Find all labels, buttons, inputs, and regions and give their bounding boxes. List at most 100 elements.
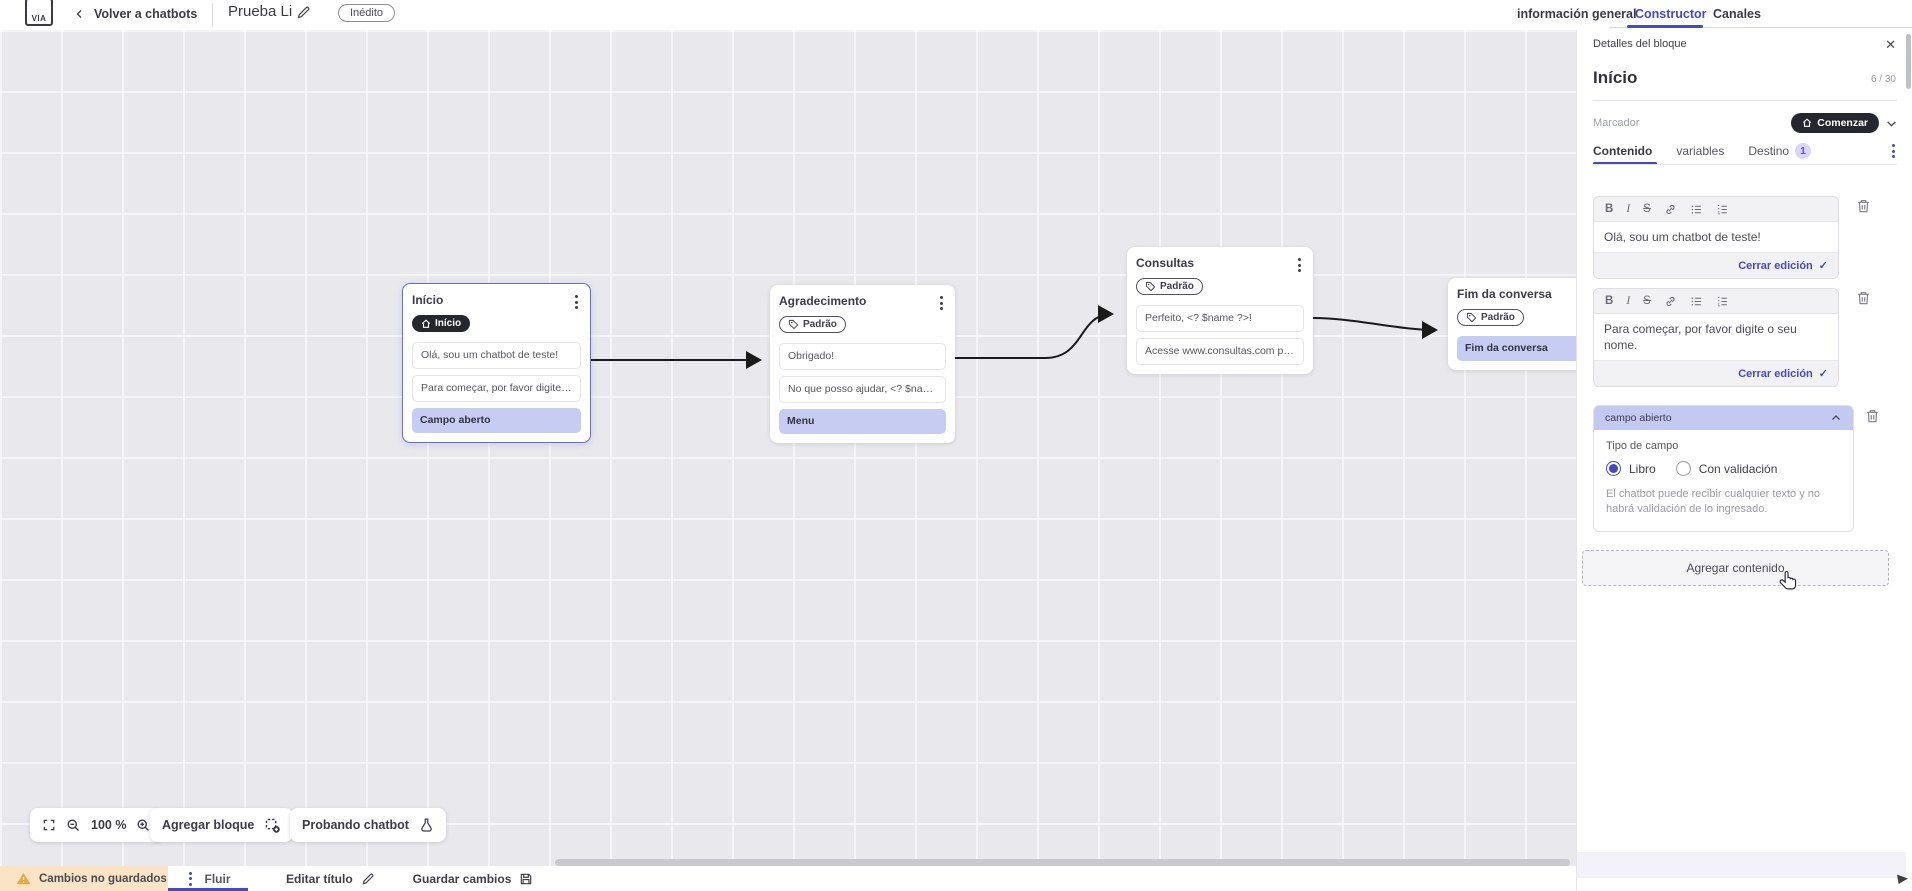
flow-tab-menu-icon[interactable]	[186, 870, 195, 888]
panel-scrollbar[interactable]	[1906, 34, 1911, 89]
header-divider	[212, 3, 213, 27]
field-type-label: Tipo de campo	[1606, 440, 1679, 452]
block-row-message[interactable]: Obrigado!	[779, 343, 946, 370]
save-changes-button[interactable]: Guardar cambios	[413, 866, 534, 891]
panel-title: Detalles del bloque	[1593, 38, 1687, 50]
block-row-menu[interactable]: Menu	[779, 409, 946, 434]
block-name-input[interactable]: Início	[1593, 68, 1638, 87]
italic-button[interactable]: I	[1626, 202, 1631, 215]
add-block-button[interactable]: Agregar bloque	[150, 808, 294, 842]
block-title: Início	[412, 293, 444, 307]
panel-bottom-strip	[1577, 852, 1906, 878]
flow-block-fim-da-conversa[interactable]: Fim da conversa Padrão Fim da conversa	[1448, 278, 1576, 370]
delete-content-icon[interactable]	[1865, 408, 1880, 424]
tab-constructor[interactable]: Constructor	[1635, 7, 1707, 21]
delete-content-icon[interactable]	[1856, 290, 1871, 306]
link-button[interactable]	[1664, 203, 1677, 216]
radio-option-con-validacion[interactable]: Con validación	[1675, 461, 1777, 476]
edit-flow-title-button[interactable]: Editar título	[286, 866, 375, 891]
open-field-header[interactable]: campo abierto	[1594, 406, 1853, 430]
back-to-chatbots-button[interactable]: Volver a chatbots	[74, 5, 197, 23]
panel-tab-destino[interactable]: Destino 1	[1748, 143, 1812, 159]
unsaved-label: Cambios no guardados	[39, 872, 167, 885]
marker-label: Marcador	[1593, 117, 1640, 129]
panel-tab-variables[interactable]: variables	[1676, 144, 1725, 158]
default-badge: Padrão	[779, 316, 846, 333]
top-bar: VIA Volver a chatbots Prueba Li Inédito …	[0, 0, 1912, 30]
bold-button[interactable]: B	[1605, 202, 1614, 215]
bullet-list-button[interactable]	[1690, 203, 1703, 216]
default-badge: Padrão	[1136, 278, 1203, 295]
destino-count-badge: 1	[1795, 143, 1812, 159]
add-block-icon	[264, 817, 281, 834]
block-row-open-field[interactable]: Campo aberto	[412, 407, 581, 433]
block-row-message[interactable]: Para começar, por favor digite o ...	[412, 374, 581, 402]
flow-tab-underline	[168, 888, 248, 891]
test-chatbot-label: Probando chatbot	[302, 818, 409, 832]
ordered-list-button[interactable]	[1716, 203, 1729, 216]
close-edit-button[interactable]: Cerrar edición ✓	[1594, 252, 1838, 278]
strikethrough-button[interactable]: S	[1643, 294, 1651, 307]
editor-toolbar: B I S	[1594, 289, 1838, 314]
zoom-out-icon[interactable]	[66, 818, 81, 833]
strikethrough-button[interactable]: S	[1643, 202, 1651, 215]
flow-block-inicio[interactable]: Início Início Olá, sou um chatbot de tes…	[402, 283, 591, 443]
chevron-down-icon	[1885, 117, 1898, 130]
app-logo-text: VIA	[31, 14, 47, 23]
flow-tab-fluir[interactable]: Fluir	[168, 866, 248, 891]
block-row-message[interactable]: No que posso ajudar, <? $name ...	[779, 376, 946, 403]
app-logo: VIA	[25, 0, 53, 26]
bold-button[interactable]: B	[1605, 294, 1614, 307]
status-badge: Inédito	[338, 4, 396, 22]
check-icon: ✓	[1818, 368, 1828, 380]
home-icon	[1803, 118, 1812, 127]
test-chatbot-button[interactable]: Probando chatbot	[290, 808, 446, 842]
block-row-message[interactable]: Olá, sou um chatbot de teste!	[412, 341, 581, 369]
message-text[interactable]: Olá, sou um chatbot de teste!	[1604, 230, 1761, 244]
flow-block-consultas[interactable]: Consultas Padrão Perfeito, <? $name ?>! …	[1127, 247, 1313, 374]
close-edit-button[interactable]: Cerrar edición ✓	[1594, 360, 1838, 386]
edit-title-label: Editar título	[286, 871, 353, 886]
italic-button[interactable]: I	[1626, 294, 1631, 307]
block-menu-icon[interactable]	[937, 294, 946, 312]
fit-screen-icon[interactable]	[42, 818, 56, 832]
editor-toolbar: B I S	[1594, 197, 1838, 222]
delete-content-icon[interactable]	[1856, 198, 1871, 214]
block-row-message[interactable]: Perfeito, <? $name ?>!	[1136, 305, 1304, 332]
chatbot-title: Prueba Li	[228, 3, 293, 20]
block-title: Agradecimento	[779, 294, 867, 308]
bottom-status-bar: Cambios no guardados Fluir Editar título…	[0, 866, 1576, 891]
edit-title-icon[interactable]	[296, 5, 311, 20]
canvas-horizontal-scrollbar[interactable]	[555, 859, 1570, 866]
flow-block-agradecimento[interactable]: Agradecimento Padrão Obrigado! No que po…	[770, 285, 955, 443]
block-menu-icon[interactable]	[1295, 256, 1304, 274]
name-char-counter: 6 / 30	[1870, 74, 1896, 85]
tab-informacion-general[interactable]: información general	[1517, 7, 1637, 21]
block-menu-icon[interactable]	[572, 293, 581, 311]
message-text[interactable]: Para começar, por favor digite o seu nom…	[1604, 322, 1797, 352]
open-field-section: campo abierto Tipo de campo Libro Con va…	[1593, 405, 1854, 532]
save-label: Guardar cambios	[412, 871, 512, 886]
home-icon	[421, 319, 431, 328]
flow-connectors	[591, 305, 1438, 369]
link-button[interactable]	[1664, 295, 1677, 308]
panel-tab-contenido[interactable]: Contenido	[1593, 144, 1653, 158]
panel-active-tab-underline	[1593, 162, 1657, 165]
marker-select[interactable]: Comenzar	[1791, 113, 1898, 133]
block-row-end[interactable]: Fim da conversa	[1457, 336, 1576, 361]
close-icon[interactable]: ✕	[1885, 36, 1896, 52]
flask-icon	[419, 817, 434, 833]
zoom-in-icon[interactable]	[136, 818, 151, 833]
flow-canvas[interactable]: Início Início Olá, sou um chatbot de tes…	[0, 30, 1576, 891]
tab-canales[interactable]: Canales	[1713, 7, 1761, 21]
radio-option-libro[interactable]: Libro	[1606, 461, 1656, 476]
block-row-message[interactable]: Acesse www.consultas.com par...	[1136, 338, 1304, 365]
add-content-button[interactable]: Agregar contenido	[1582, 550, 1889, 586]
ordered-list-button[interactable]	[1716, 295, 1729, 308]
message-editor: B I S Para começar, por favor digite o s…	[1593, 288, 1839, 387]
warning-icon	[16, 871, 31, 886]
active-tab-underline	[1627, 25, 1703, 28]
flow-tab-label: Fluir	[204, 871, 231, 886]
bullet-list-button[interactable]	[1690, 295, 1703, 308]
panel-menu-icon[interactable]	[1889, 142, 1898, 160]
